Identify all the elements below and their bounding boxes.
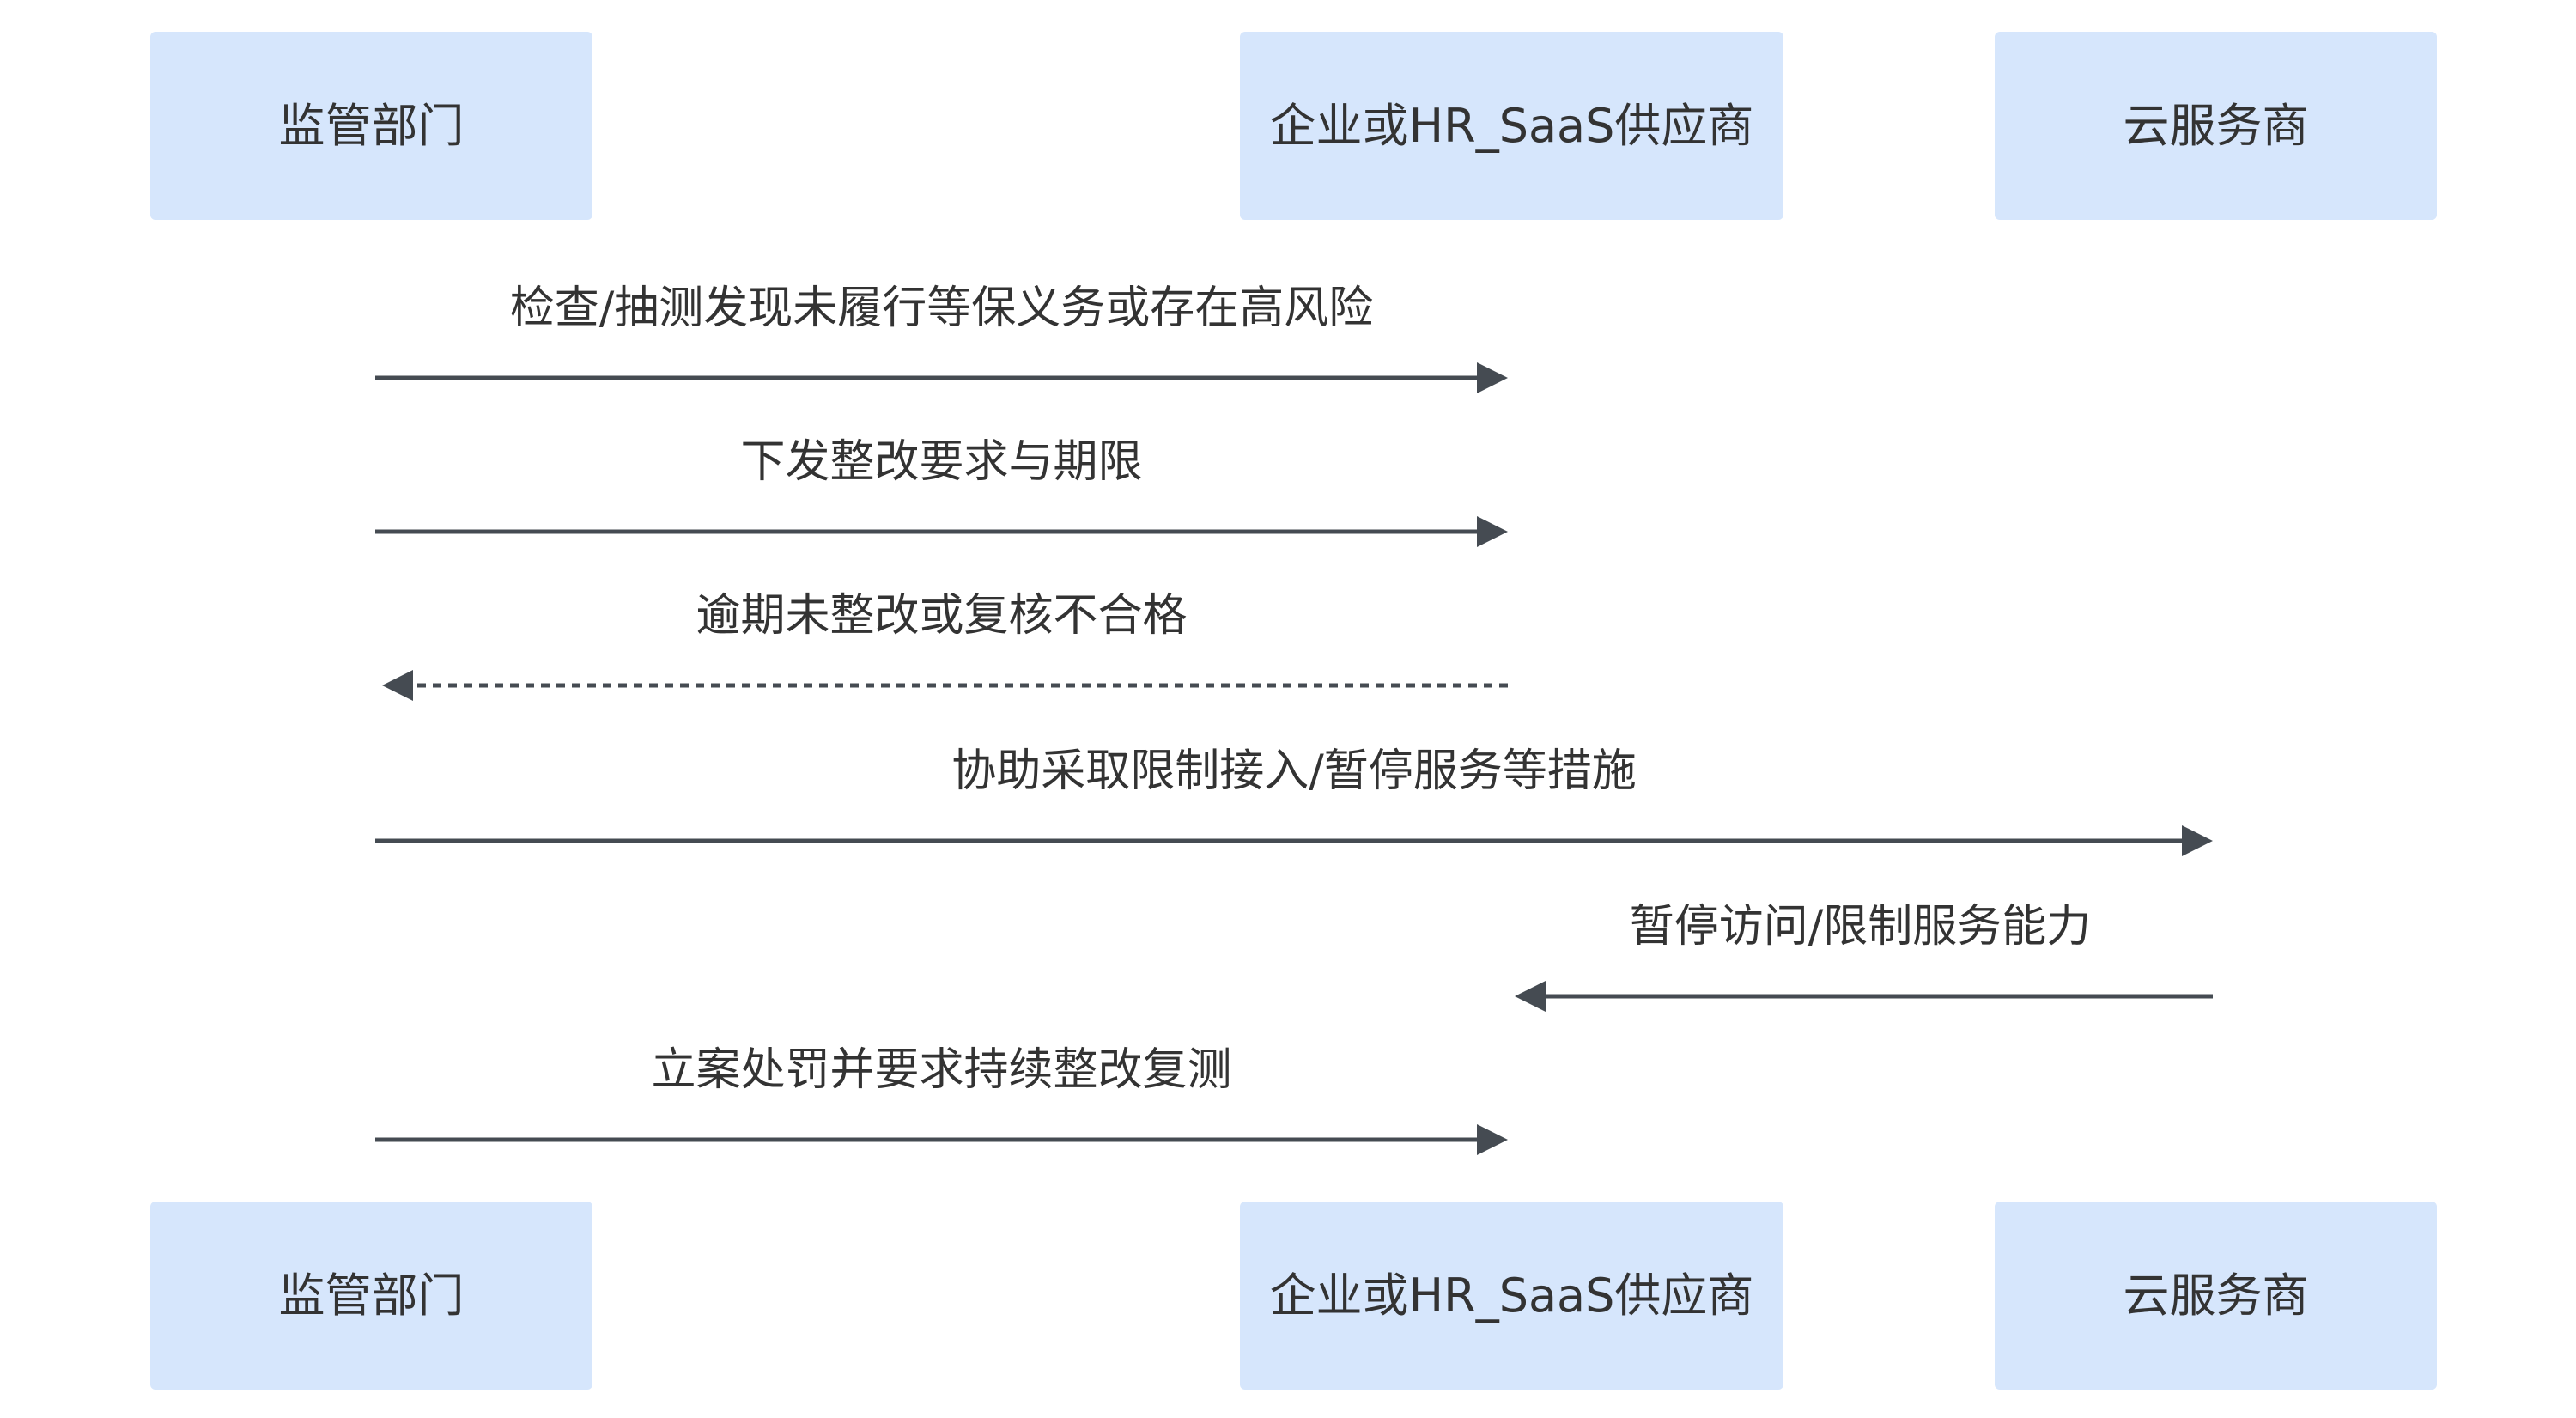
actor-box <box>150 32 592 220</box>
message-label: 立案处罚并要求持续整改复测 <box>651 1044 1231 1096</box>
actor-enterprise-top: 企业或HR_SaaS供应商 <box>1240 32 1783 220</box>
actor-label: 企业或HR_SaaS供应商 <box>1270 1269 1754 1323</box>
actor-box <box>1995 1202 2437 1390</box>
message-label: 检查/抽测发现未履行等保义务或存在高风险 <box>510 283 1374 334</box>
actor-cloud-top: 云服务商 <box>1995 32 2437 220</box>
actor-cloud-bottom: 云服务商 <box>1995 1202 2437 1390</box>
actor-label: 监管部门 <box>279 1269 465 1323</box>
arrowhead-icon <box>2182 825 2213 856</box>
actor-label: 企业或HR_SaaS供应商 <box>1270 99 1754 153</box>
actor-label: 云服务商 <box>2123 99 2309 153</box>
message-label: 协助采取限制接入/暂停服务等措施 <box>951 746 1637 797</box>
message-label: 下发整改要求与期限 <box>740 436 1142 488</box>
actor-label: 云服务商 <box>2123 1269 2309 1323</box>
message-label: 暂停访问/限制服务能力 <box>1630 901 2092 952</box>
arrowhead-icon <box>1515 981 1546 1012</box>
arrowhead-icon <box>382 670 413 701</box>
actor-box <box>1240 32 1783 220</box>
message-6: 立案处罚并要求持续整改复测 <box>375 1044 1508 1155</box>
message-5: 暂停访问/限制服务能力 <box>1515 901 2213 1012</box>
message-label: 逾期未整改或复核不合格 <box>696 590 1187 642</box>
message-2: 下发整改要求与期限 <box>375 436 1508 547</box>
arrowhead-icon <box>1477 362 1508 393</box>
message-1: 检查/抽测发现未履行等保义务或存在高风险 <box>375 283 1508 393</box>
arrowhead-icon <box>1477 1124 1508 1155</box>
actor-box <box>1240 1202 1783 1390</box>
arrowhead-icon <box>1477 516 1508 547</box>
message-4: 协助采取限制接入/暂停服务等措施 <box>375 746 2213 856</box>
actor-label: 监管部门 <box>279 99 465 153</box>
actor-regulator-top: 监管部门 <box>150 32 592 220</box>
actor-enterprise-bottom: 企业或HR_SaaS供应商 <box>1240 1202 1783 1390</box>
message-3: 逾期未整改或复核不合格 <box>382 590 1508 701</box>
actor-box <box>1995 32 2437 220</box>
actor-regulator-bottom: 监管部门 <box>150 1202 592 1390</box>
actor-box <box>150 1202 592 1390</box>
